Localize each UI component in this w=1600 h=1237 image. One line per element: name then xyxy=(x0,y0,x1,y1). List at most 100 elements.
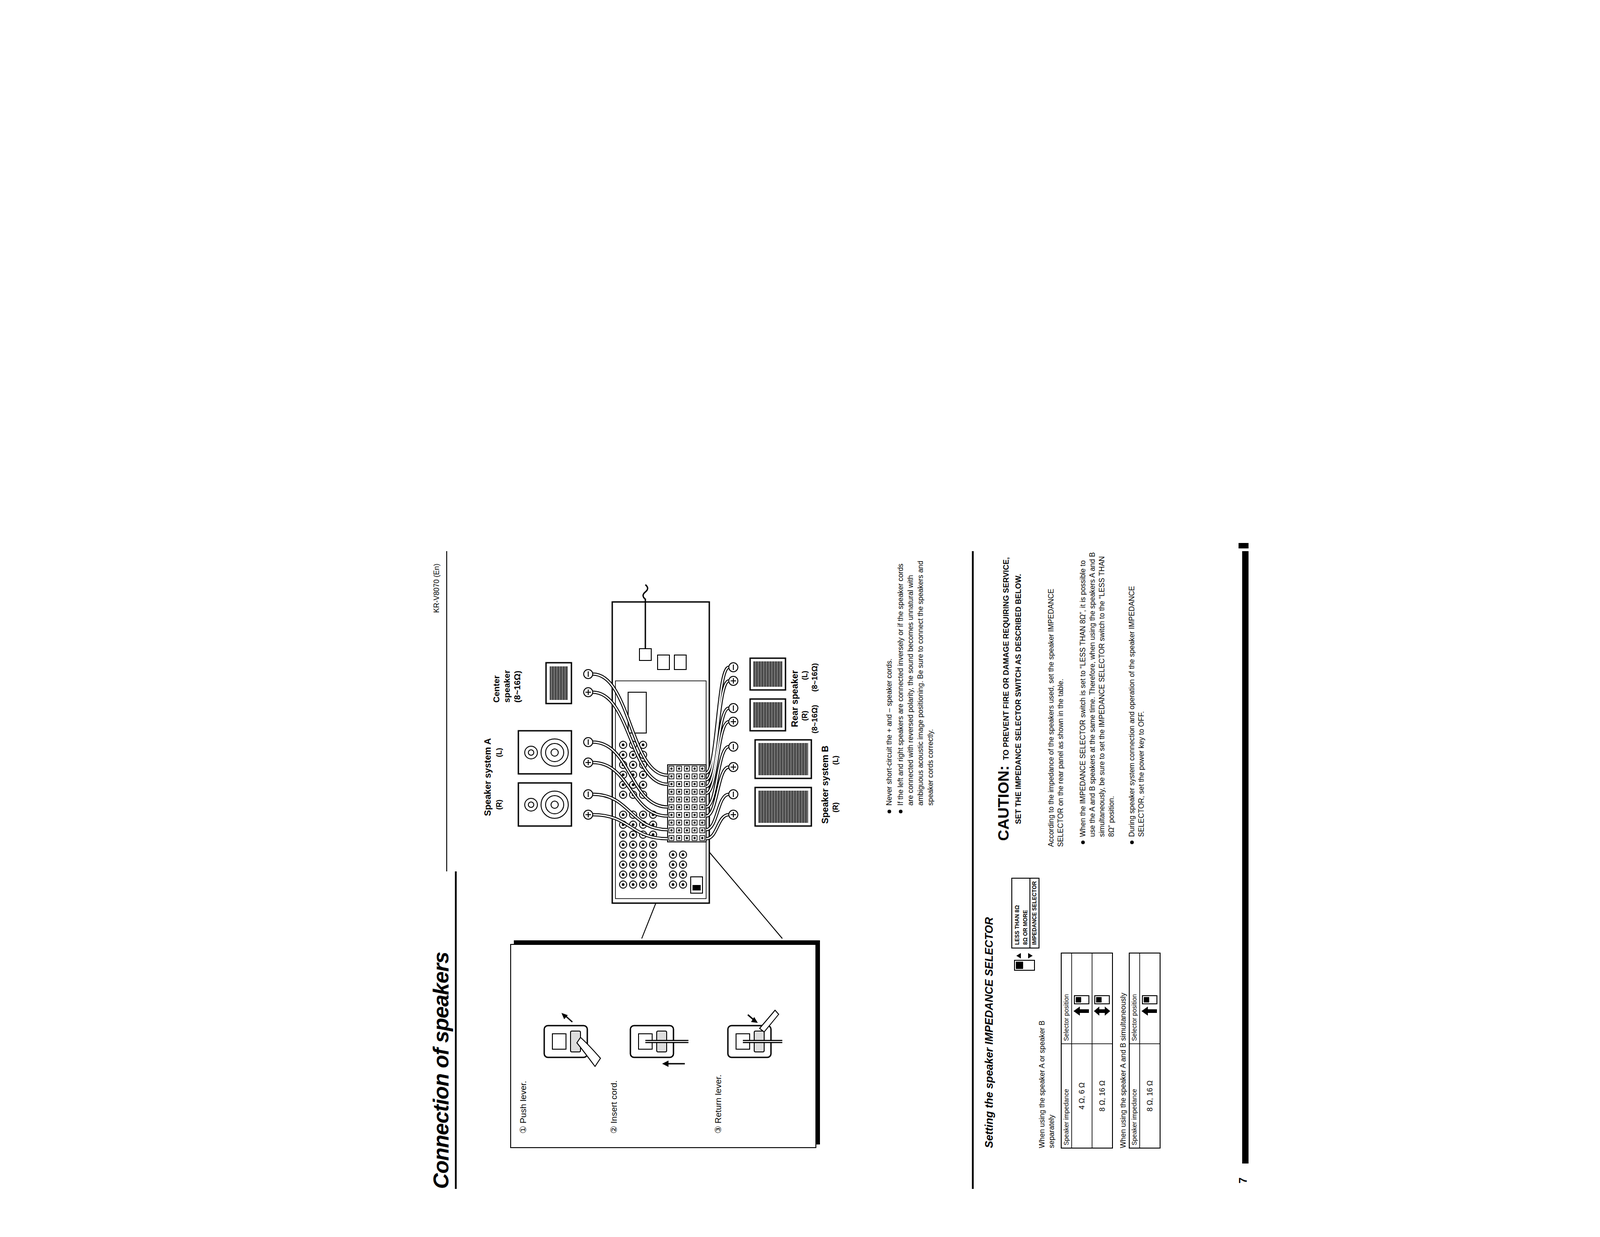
speaker-terminal xyxy=(728,662,738,672)
speaker-b-right xyxy=(755,787,812,826)
speaker-cord xyxy=(592,667,729,839)
return-lever-illustration xyxy=(751,1016,758,1023)
note-text: Never short-circuit the + and – speaker … xyxy=(884,551,895,806)
body-text: According to the impedance of the speake… xyxy=(1046,551,1066,847)
note-text: If the left and right speakers are conne… xyxy=(895,551,936,806)
speaker-a-right xyxy=(541,790,569,819)
receiver-rear-panel xyxy=(692,884,701,891)
receiver-rear-panel xyxy=(690,876,703,893)
receiver-rear-panel xyxy=(612,584,710,903)
selector-switch-symbol xyxy=(1015,961,1024,969)
selector-switch-symbol xyxy=(1014,952,1035,971)
speaker-a-left xyxy=(541,738,569,766)
impedance-table xyxy=(1071,952,1073,1148)
selector-legend-text: 8Ω OR MORE xyxy=(1021,878,1030,948)
speaker-terminal xyxy=(583,737,593,747)
channel-label: (L) xyxy=(494,747,504,757)
speaker-terminal xyxy=(583,789,593,799)
title-underline xyxy=(454,871,457,1189)
center-speaker xyxy=(546,662,572,704)
speaker-a-right xyxy=(528,801,534,808)
return-lever-illustration xyxy=(727,1009,783,1058)
section-divider xyxy=(971,551,974,1189)
note-text: When the IMPEDANCE SELECTOR switch is se… xyxy=(1078,551,1117,837)
impedance-table xyxy=(1074,995,1089,1004)
callout-leader xyxy=(700,841,783,939)
speaker-a-right xyxy=(518,782,572,826)
speaker-a-left xyxy=(551,748,559,757)
bullet-dot xyxy=(1081,840,1085,844)
speaker-b-left xyxy=(758,742,809,776)
page-corner-mark xyxy=(1238,542,1249,549)
speaker-b-left xyxy=(755,739,812,779)
speaker-b-right xyxy=(755,787,812,826)
table-header: Speaker impedance xyxy=(1062,1088,1071,1146)
receiver-rear-panel xyxy=(668,849,688,890)
impedance-table xyxy=(1142,995,1157,1004)
return-lever-illustration xyxy=(742,1039,783,1044)
page-number: 7 xyxy=(1236,1177,1250,1184)
header-rule xyxy=(446,551,448,872)
speaker-terminal xyxy=(583,662,738,820)
speaker-terminal xyxy=(728,762,738,772)
receiver-rear-panel xyxy=(639,648,652,661)
table-header: Selector position xyxy=(1062,993,1071,1041)
insert-cord-illustration xyxy=(645,1039,689,1044)
header-model: KR-V8070 (En) xyxy=(432,563,441,614)
footer-bar xyxy=(1242,551,1249,1164)
speaker-terminal xyxy=(728,717,738,727)
speaker-terminal xyxy=(728,741,738,752)
channel-label: (L) xyxy=(831,755,840,765)
speaker-label: Speaker system B xyxy=(819,745,831,824)
table-header: Speaker impedance xyxy=(1130,1088,1139,1146)
impedance-table xyxy=(1129,1043,1161,1044)
section-heading: Setting the speaker IMPEDANCE SELECTOR xyxy=(982,917,996,1148)
channel-label: (R) xyxy=(494,799,504,810)
speaker-a-right xyxy=(518,782,572,826)
impedance-table xyxy=(1139,952,1141,1148)
impedance-table xyxy=(1129,952,1161,1148)
speaker-b-right xyxy=(758,790,809,823)
channel-label: (R) xyxy=(800,710,810,721)
speaker-label: Speaker system A xyxy=(482,737,493,816)
impedance-table xyxy=(1129,952,1161,1148)
speaker-terminal xyxy=(583,669,593,679)
insert-cord-illustration xyxy=(630,1025,689,1067)
footer-bar xyxy=(1242,551,1249,1164)
impedance-label: (8~16Ω) xyxy=(810,704,820,734)
receiver-rear-panel xyxy=(643,584,648,649)
table-cell: 8 Ω, 16 Ω xyxy=(1145,1043,1155,1148)
speaker-terminal xyxy=(583,757,593,767)
table-cell: 8 Ω, 16 Ω xyxy=(1097,1043,1107,1148)
note-text: During speaker system connection and ope… xyxy=(1126,551,1147,837)
step-instruction: ① Push lever. xyxy=(517,1080,529,1134)
selector-legend-box: LESS THAN 8Ω8Ω OR MOREIMPEDANCE SELECTOR xyxy=(1011,877,1040,949)
caution-block: CAUTION:TO PREVENT FIRE OR DAMAGE REQUIR… xyxy=(997,551,1025,847)
speaker-a-right xyxy=(545,795,564,814)
center-speaker xyxy=(549,666,568,700)
speaker-a-left xyxy=(528,749,534,756)
rear-speaker-left xyxy=(753,661,783,687)
insert-cord-illustration xyxy=(666,1063,685,1065)
instruction-inset-box: ① Push lever.② Insert cord.③ Return leve… xyxy=(510,943,817,1148)
impedance-table xyxy=(1061,952,1113,1148)
receiver-rear-panel xyxy=(612,601,710,903)
speaker-terminal xyxy=(728,809,738,820)
speaker-terminal xyxy=(583,809,593,820)
speaker-a-left xyxy=(518,730,572,774)
bullet-dot xyxy=(887,809,892,814)
channel-label: (R) xyxy=(831,802,840,813)
impedance-label: (8~16Ω) xyxy=(810,663,820,692)
push-lever-illustration xyxy=(544,1012,601,1067)
selector-switch-symbol xyxy=(1028,952,1033,959)
table-caption: When using the speaker A or speaker B se… xyxy=(1037,998,1057,1148)
bullet-dot xyxy=(898,809,903,814)
selector-switch-symbol xyxy=(1014,960,1035,971)
speaker-a-left xyxy=(518,730,572,774)
return-lever-illustration xyxy=(742,1040,783,1042)
impedance-table xyxy=(1061,952,1113,1148)
rotated-page: Connection of speakers① Push lever.② Ins… xyxy=(428,540,1259,1189)
selector-legend-text: LESS THAN 8Ω xyxy=(1013,878,1022,948)
impedance-table xyxy=(1094,995,1110,1004)
push-lever-illustration xyxy=(576,1037,601,1067)
